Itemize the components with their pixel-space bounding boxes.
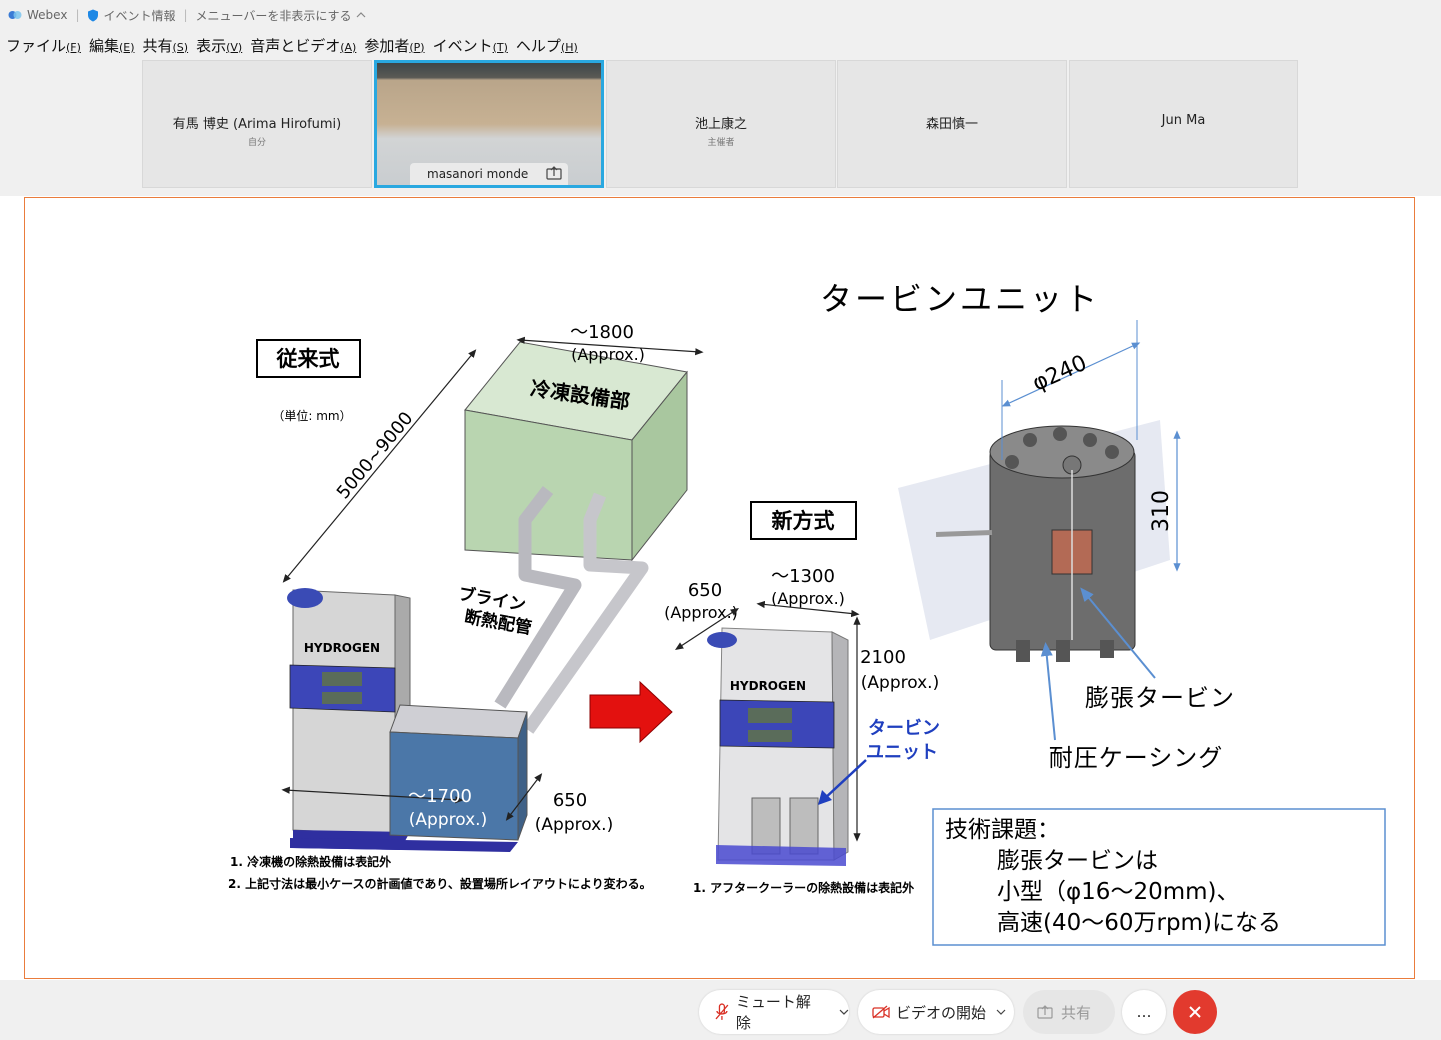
brine-pipe-1 — [494, 486, 582, 709]
conventional-label: 従来式 — [276, 347, 340, 371]
share-button[interactable]: 共有 — [1023, 990, 1115, 1034]
participant-role: 主催者 — [707, 138, 735, 148]
webex-logo-icon — [8, 11, 22, 19]
note-2: 2. 上記寸法は最小ケースの計画値であり、設置場所レイアウトにより変わる。 — [228, 876, 652, 891]
menu-share[interactable]: 共有(S) — [142, 36, 189, 55]
meeting-controls: ミュート解除 ビデオの開始 共有 … — [0, 990, 1441, 1034]
dimension-650-new: 650 — [688, 580, 722, 601]
participant-tile[interactable]: 有馬 博史 (Arima Hirofumi) 自分 — [142, 60, 372, 188]
menu-bar: ファイル(F) 編集(E) 共有(S) 表示(V) 音声とビデオ(A) 参加者(… — [0, 32, 580, 58]
dimension-650-new-approx: (Approx.) — [664, 603, 738, 622]
note-1: 1. 冷凍機の除熱設備は表記外 — [230, 854, 391, 869]
unmute-button[interactable]: ミュート解除 — [699, 990, 849, 1034]
tech-issue-line2: 小型（φ16～20mm)、 — [997, 879, 1240, 905]
participant-name: 池上康之 — [694, 117, 747, 132]
menu-view[interactable]: 表示(V) — [196, 36, 243, 55]
event-info-button[interactable]: イベント情報 — [87, 7, 176, 24]
shield-icon — [88, 9, 99, 21]
chevron-up-icon — [356, 12, 365, 18]
participant-name: masanori monde — [427, 167, 529, 181]
dimension-top: ～1800 — [570, 322, 634, 343]
note-new: 1. アフタークーラーの除熱設備は表記外 — [693, 880, 914, 895]
menu-audio-video[interactable]: 音声とビデオ(A) — [250, 36, 357, 55]
participant-tile-active-video[interactable]: masanori monde — [374, 60, 604, 188]
hydrogen-label: HYDROGEN — [304, 641, 380, 655]
new-method-label-box — [750, 501, 857, 540]
participant-role: 自分 — [247, 138, 266, 148]
title-bar: Webex | イベント情報 | メニューバーを非表示にする — [0, 0, 1441, 30]
dimension-2100-approx: (Approx.) — [861, 673, 939, 693]
menu-file[interactable]: ファイル(F) — [6, 36, 81, 55]
menu-help[interactable]: ヘルプ(H) — [515, 36, 578, 55]
dimension-line-length — [282, 349, 477, 583]
tech-issue-box — [932, 808, 1386, 946]
unit-note: （単位: mm） — [272, 408, 351, 423]
expansion-turbine-label: 膨張タービン — [1085, 684, 1235, 712]
menu-participants[interactable]: 参加者(P) — [364, 36, 425, 55]
start-video-button[interactable]: ビデオの開始 — [858, 990, 1014, 1034]
brine-pipe-2 — [522, 492, 649, 734]
hide-menubar-button[interactable]: メニューバーを非表示にする — [196, 7, 366, 24]
tech-issue-line1: 膨張タービンは — [997, 848, 1158, 874]
microphone-muted-icon — [715, 1003, 729, 1020]
dimension-2100: 2100 — [860, 647, 906, 668]
hydrogen-label-new: HYDROGEN — [730, 679, 806, 693]
dimension-box-approx: (Approx.) — [409, 810, 487, 830]
dispenser-display-band — [289, 664, 396, 713]
new-method-label: 新方式 — [772, 509, 835, 533]
dimension-line-top — [516, 336, 704, 356]
participant-tile[interactable]: 池上康之 主催者 — [606, 60, 836, 188]
turbine-unit-small-2 — [789, 797, 819, 855]
turbine-unit-small-1 — [751, 797, 781, 855]
menu-edit[interactable]: 編集(E) — [88, 36, 135, 55]
turbine-unit-callout-1: タービン — [868, 718, 940, 739]
pressure-casing-label: 耐圧ケーシング — [1049, 744, 1224, 772]
participant-tile[interactable]: 森田慎一 — [837, 60, 1067, 188]
participant-nametag: masanori monde — [410, 163, 568, 185]
app-title: Webex — [8, 8, 67, 22]
participant-name: 有馬 博史 (Arima Hirofumi) — [172, 117, 342, 132]
participant-name: Jun Ma — [1161, 113, 1206, 128]
dimension-line-box — [281, 786, 464, 804]
dimension-1300: ～1300 — [771, 566, 835, 587]
chevron-down-icon[interactable] — [839, 1008, 849, 1016]
turbine-unit-title: タービンユニット — [820, 280, 1100, 318]
shared-slide-frame — [24, 197, 1415, 979]
dimension-top-approx: (Approx.) — [571, 345, 645, 364]
close-icon — [1189, 1006, 1201, 1018]
arrow-right-icon — [589, 680, 673, 744]
share-icon — [1037, 1005, 1053, 1019]
dimension-650-conv-approx: (Approx.) — [535, 815, 613, 835]
chevron-down-icon[interactable] — [996, 1008, 1006, 1016]
leave-meeting-button[interactable] — [1173, 990, 1217, 1034]
dimension-box: ～1700 — [408, 786, 472, 807]
tech-issue-line3: 高速(40～60万rpm)になる — [997, 910, 1281, 936]
dimension-310: 310 — [1149, 490, 1174, 532]
tech-issue-title: 技術課題： — [945, 817, 1060, 843]
more-options-button[interactable]: … — [1122, 990, 1166, 1034]
hydrogen-dispenser-conventional — [292, 589, 396, 836]
share-screen-icon — [546, 166, 562, 180]
turbine-unit-callout-2: ユニット — [866, 742, 938, 763]
video-off-icon — [872, 1005, 890, 1019]
more-icon: … — [1136, 1003, 1152, 1021]
menu-event[interactable]: イベント(T) — [432, 36, 508, 55]
dimension-650-conv: 650 — [553, 790, 587, 811]
participant-tile[interactable]: Jun Ma — [1069, 60, 1298, 188]
participant-name: 森田慎一 — [925, 117, 978, 132]
dimension-phi240: φ240 — [1029, 351, 1091, 397]
dimension-1300-approx: (Approx.) — [771, 589, 845, 608]
